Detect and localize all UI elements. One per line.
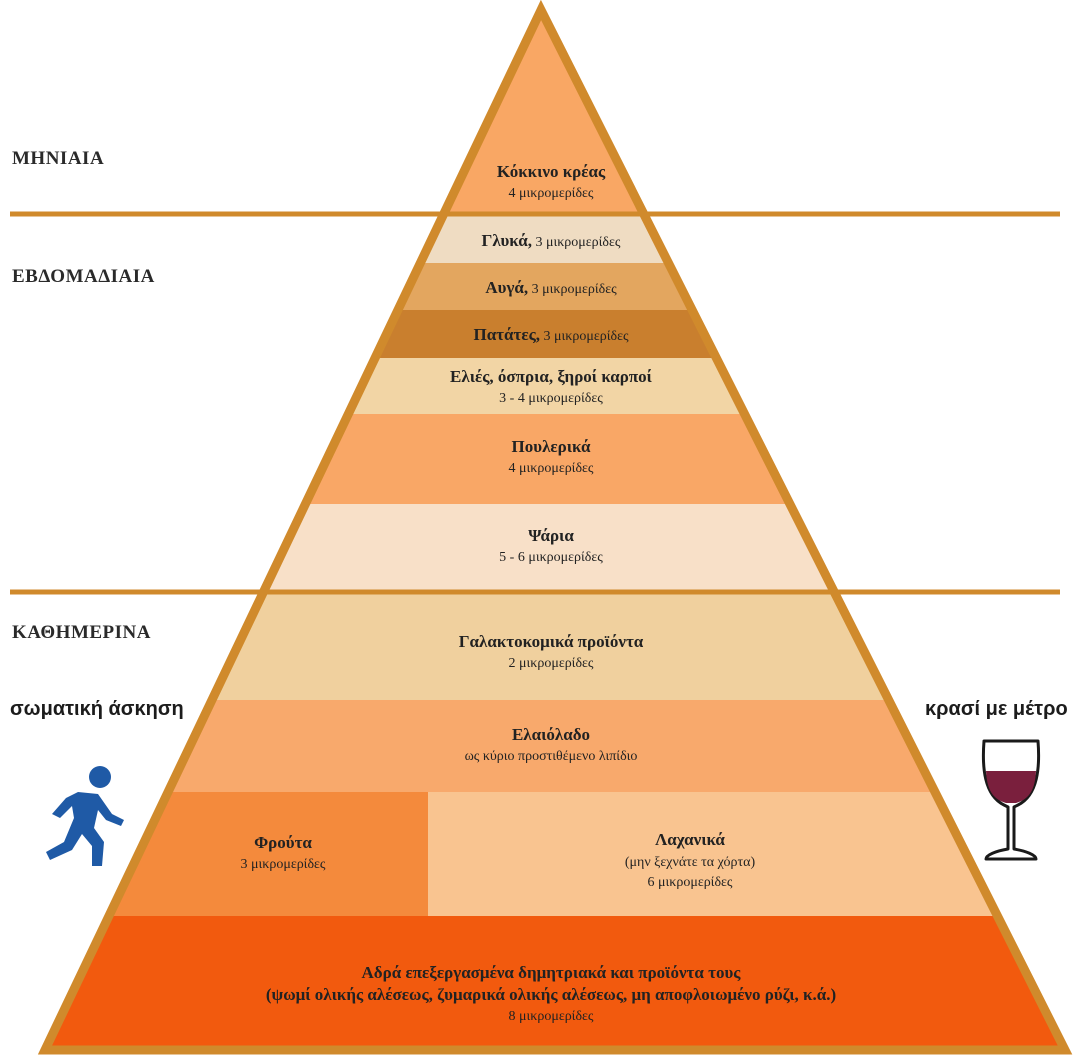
tier-vegetables-title: Λαχανικά (655, 830, 725, 849)
pyramid-outline (37, 0, 1073, 1055)
tier-olive-oil-note: ως κύριο προστιθέμενο λιπίδιο (465, 749, 638, 764)
tier-poultry-title: Πουλερικά (512, 437, 591, 456)
tier-grains-examples: (ψωμί ολικής αλέσεως, ζυμαρικά ολικής αλ… (266, 985, 836, 1004)
tier-fish-band (45, 504, 1065, 594)
tier-grains-title: Αδρά επεξεργασμένα δημητριακά και προϊόν… (362, 963, 742, 982)
tier-poultry-servings: 4 μικρομερίδες (509, 461, 594, 476)
tier-red-meat-servings: 4 μικρομερίδες (509, 186, 594, 201)
tier-sweets-text: Γλυκά, 3 μικρομερίδες (482, 231, 621, 250)
wine-label: κρασί με μέτρο (925, 698, 1068, 720)
frequency-label-monthly: ΜΗΝΙΑΙΑ (12, 148, 105, 169)
tier-olive-oil-band (45, 700, 1065, 792)
tier-olive-oil-title: Ελαιόλαδο (512, 725, 590, 744)
tier-grains-band (45, 916, 1065, 1050)
tier-potatoes-text: Πατάτες, 3 μικρομερίδες (473, 325, 628, 344)
tier-eggs-servings: 3 μικρομερίδες (528, 282, 617, 297)
tier-dairy-servings: 2 μικρομερίδες (509, 656, 594, 671)
tier-vegetables-servings: 6 μικρομερίδες (648, 875, 733, 890)
frequency-label-weekly: ΕΒΔΟΜΑΔΙΑΙΑ (12, 266, 155, 287)
tier-vegetables-note: (μην ξεχνάτε τα χόρτα) (625, 855, 756, 870)
tier-olives-title: Ελιές, όσπρια, ξηροί καρποί (450, 367, 653, 386)
tier-fish-servings: 5 - 6 μικρομερίδες (499, 550, 603, 565)
tier-grains-servings: 8 μικρομερίδες (509, 1009, 594, 1024)
tier-olives-servings: 3 - 4 μικρομερίδες (499, 391, 603, 406)
tier-potatoes-servings: 3 μικρομερίδες (540, 329, 629, 344)
tier-poultry-band (45, 414, 1065, 504)
tier-red-meat-band (45, 10, 1065, 215)
exercise-label: σωματική άσκηση (10, 698, 184, 720)
tier-potatoes-title: Πατάτες, (473, 325, 540, 344)
tier-sweets-servings: 3 μικρομερίδες (532, 235, 621, 250)
walking-person-icon (46, 766, 124, 866)
frequency-label-daily: ΚΑΘΗΜΕΡΙΝΑ (12, 622, 152, 643)
wine-glass-icon (981, 739, 1041, 861)
tier-eggs-title: Αυγά, (485, 278, 528, 297)
tier-eggs-text: Αυγά, 3 μικρομερίδες (485, 278, 617, 297)
tier-fruit-servings: 3 μικρομερίδες (241, 857, 326, 872)
tier-fruit-title: Φρούτα (254, 833, 312, 852)
tier-dairy-title: Γαλακτοκομικά προϊόντα (459, 632, 644, 651)
tier-sweets-title: Γλυκά, (482, 231, 532, 250)
tier-red-meat-title: Κόκκινο κρέας (497, 162, 606, 181)
tier-fish-title: Ψάρια (528, 526, 574, 545)
